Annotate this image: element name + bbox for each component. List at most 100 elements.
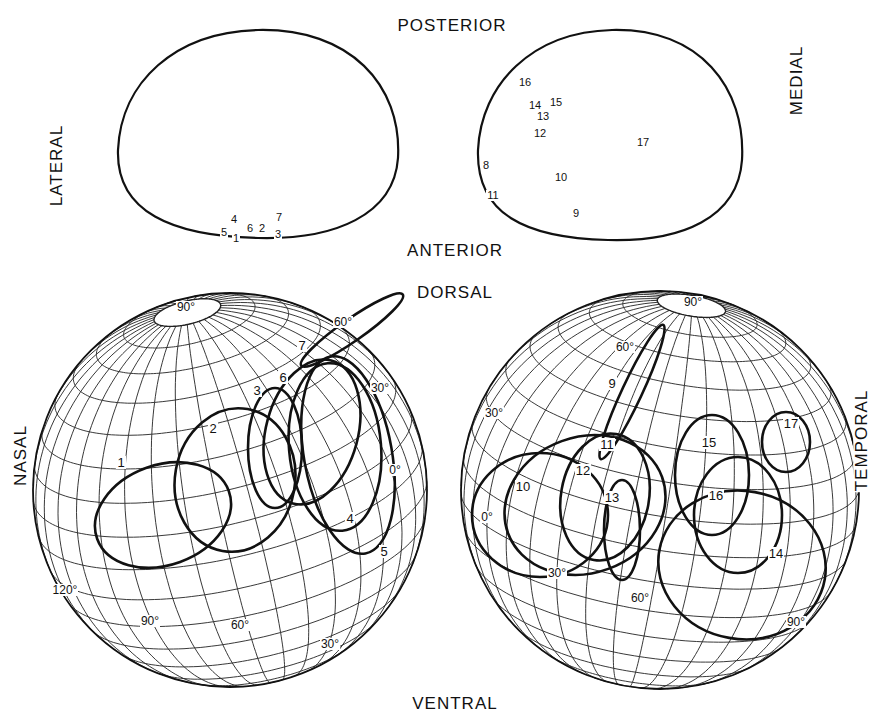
degree-label: 90° bbox=[140, 615, 160, 627]
site-number: 16 bbox=[518, 77, 532, 88]
side-label: LATERAL bbox=[48, 123, 65, 206]
side-label: TEMPORAL bbox=[854, 388, 871, 492]
grid-line bbox=[595, 678, 660, 689]
site-number: 12 bbox=[533, 128, 547, 139]
globe-outline bbox=[33, 293, 427, 687]
field-number: 4 bbox=[345, 512, 354, 525]
grid-line bbox=[461, 300, 657, 486]
grid-line bbox=[77, 326, 189, 683]
grid-line bbox=[726, 311, 860, 487]
degree-label: 120° bbox=[52, 584, 79, 596]
site-number: 10 bbox=[554, 172, 568, 183]
grid-line bbox=[487, 306, 662, 650]
degree-label: 30° bbox=[320, 638, 340, 650]
degree-label: 90° bbox=[683, 296, 703, 308]
grid-line bbox=[517, 628, 749, 677]
field-number: 15 bbox=[701, 436, 717, 449]
grid-line bbox=[721, 316, 833, 675]
grid-line bbox=[209, 317, 361, 665]
degree-label: 0° bbox=[388, 464, 401, 476]
heading: DORSAL bbox=[416, 284, 494, 301]
grid-line bbox=[124, 294, 255, 349]
globe-grid bbox=[33, 291, 859, 689]
field-number: 7 bbox=[297, 339, 306, 352]
grid-line bbox=[723, 314, 847, 652]
grid-line bbox=[682, 317, 790, 688]
grid-line bbox=[557, 312, 675, 678]
grid-line bbox=[213, 315, 384, 655]
degree-label: 60° bbox=[333, 316, 353, 328]
heading: VENTRAL bbox=[411, 695, 498, 712]
receptive-field bbox=[80, 285, 837, 652]
site-number: 4 bbox=[230, 214, 238, 225]
degree-label: 60° bbox=[615, 341, 635, 353]
site-number: 2 bbox=[258, 223, 266, 234]
grid-line bbox=[486, 390, 855, 490]
grid-line bbox=[51, 481, 427, 600]
site-number: 14 bbox=[528, 100, 542, 111]
grid-line bbox=[70, 518, 425, 626]
grid-line bbox=[703, 317, 814, 685]
globe-outline bbox=[461, 291, 859, 689]
site-number: 9 bbox=[572, 208, 580, 219]
grid-line bbox=[220, 308, 424, 568]
field-number: 14 bbox=[768, 547, 784, 560]
grid-line bbox=[175, 326, 257, 685]
degree-label: 60° bbox=[630, 592, 650, 604]
grid-line bbox=[221, 305, 427, 487]
grid-line bbox=[81, 315, 156, 361]
field-number: 9 bbox=[607, 377, 616, 390]
field-number: 16 bbox=[708, 489, 724, 502]
field-number: 1 bbox=[116, 456, 125, 469]
field-number: 3 bbox=[252, 384, 261, 397]
eye-outline bbox=[118, 30, 742, 240]
grid-line bbox=[219, 310, 416, 614]
grid-line bbox=[657, 294, 725, 318]
degree-label: 30° bbox=[370, 382, 390, 394]
grid-line bbox=[494, 599, 781, 662]
site-number: 11 bbox=[486, 190, 499, 201]
degree-label: 0° bbox=[480, 511, 493, 523]
grid-line bbox=[725, 309, 835, 396]
grid-line bbox=[725, 313, 856, 592]
site-number: 13 bbox=[536, 111, 550, 122]
field-number: 2 bbox=[208, 422, 217, 435]
grid-line bbox=[36, 322, 155, 584]
field-number: 6 bbox=[278, 371, 287, 384]
grid-line bbox=[44, 323, 156, 645]
degree-label: 90° bbox=[786, 616, 806, 628]
field-number: 17 bbox=[783, 417, 799, 430]
degree-label: 30° bbox=[547, 567, 567, 579]
grid-line bbox=[42, 350, 375, 469]
heading: POSTERIOR bbox=[396, 17, 507, 34]
site-number: 6 bbox=[246, 223, 254, 234]
heading: ANTERIOR bbox=[406, 242, 504, 259]
grid-line bbox=[530, 310, 670, 673]
grid-line bbox=[204, 319, 335, 671]
degree-label: 90° bbox=[176, 301, 196, 313]
grid-line bbox=[473, 304, 660, 628]
side-label: NASAL bbox=[12, 424, 29, 487]
degree-label: 30° bbox=[484, 407, 504, 419]
field-number: 13 bbox=[604, 491, 620, 504]
grid-line bbox=[549, 297, 659, 325]
field-number: 11 bbox=[599, 438, 615, 451]
site-number: 3 bbox=[274, 229, 282, 240]
degree-label: 60° bbox=[230, 619, 250, 631]
grid-line bbox=[33, 320, 154, 486]
grid-line bbox=[193, 323, 285, 680]
grid-line bbox=[723, 307, 798, 347]
field-number: 5 bbox=[379, 545, 388, 558]
field-number: 10 bbox=[515, 480, 531, 493]
grid-line bbox=[630, 316, 692, 687]
site-number: 8 bbox=[482, 160, 490, 171]
site-number: 15 bbox=[549, 97, 563, 108]
site-number: 7 bbox=[275, 212, 283, 223]
grid-line bbox=[51, 318, 154, 407]
grid-line bbox=[105, 313, 158, 338]
site-number: 5 bbox=[220, 227, 228, 238]
grid-line bbox=[99, 326, 210, 686]
site-number: 1 bbox=[232, 233, 240, 244]
